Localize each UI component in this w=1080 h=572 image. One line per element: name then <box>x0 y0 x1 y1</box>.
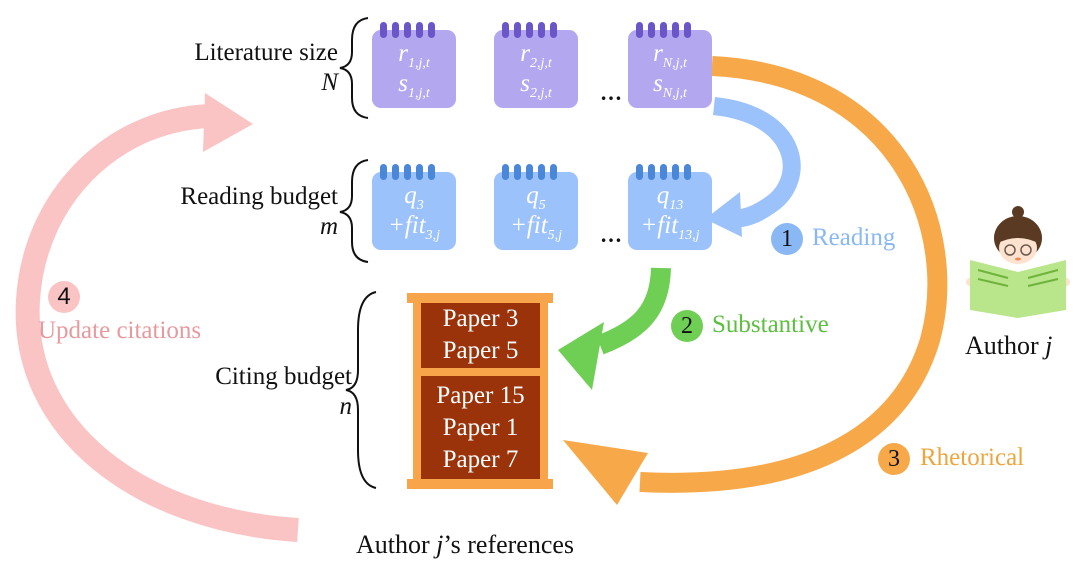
reading-budget-label: Reading budget m <box>170 182 338 242</box>
references-caption: Author j’s references <box>356 530 575 559</box>
reading-arrow <box>705 97 801 237</box>
literature-card-n: rN,j,t sN,j,t <box>628 22 712 108</box>
binding-rings-icon <box>380 22 435 38</box>
reading-card-2: q5 +fit5,j <box>494 164 578 250</box>
paper-item: Paper 15 <box>436 382 525 409</box>
literature-size-label: Literature size N <box>180 38 338 98</box>
author-reading-illustration <box>966 206 1070 318</box>
citing-budget-symbol: n <box>339 393 353 420</box>
step-1-label: Reading <box>812 224 896 251</box>
literature-brace <box>339 17 369 119</box>
shelf-left-post <box>413 293 421 485</box>
step-2-label: Substantive <box>712 311 829 338</box>
citing-brace <box>345 291 377 489</box>
reading-brace <box>339 159 369 263</box>
binding-rings-icon <box>502 22 557 38</box>
shelf-top-bar <box>407 293 553 303</box>
update-citations-arrow <box>15 93 299 542</box>
step-4-badge: 4 <box>48 281 80 313</box>
reading-budget-text: Reading budget <box>180 183 338 210</box>
literature-card-1: r1,j,t s1,j,t <box>372 22 456 108</box>
citing-budget-label: Citing budget n <box>190 362 352 422</box>
author-label: Author j <box>965 331 1053 360</box>
binding-rings-icon <box>636 22 691 38</box>
step-4-label: Update citations <box>38 317 202 344</box>
literature-ellipsis: … <box>600 80 622 105</box>
step-1-badge: 1 <box>771 223 803 255</box>
step-2-badge: 2 <box>671 310 703 342</box>
citing-budget-text: Citing budget <box>215 363 352 390</box>
reading-budget-symbol: m <box>319 213 338 240</box>
binding-rings-icon <box>380 164 435 180</box>
step-3-label: Rhetorical <box>920 444 1025 471</box>
reading-card-1: q3 +fit3,j <box>372 164 456 250</box>
shelf-section-top: Paper 3 Paper 5 <box>421 303 540 368</box>
paper-item: Paper 5 <box>442 337 519 364</box>
shelf-bottom-bar <box>407 479 553 489</box>
literature-size-text: Literature size <box>194 39 338 66</box>
paper-item: Paper 1 <box>442 414 519 441</box>
binding-rings-icon <box>502 164 557 180</box>
literature-size-symbol: N <box>321 69 338 96</box>
paper-item: Paper 7 <box>442 446 519 473</box>
step-3-badge: 3 <box>878 443 910 475</box>
literature-card-2: r2,j,t s2,j,t <box>494 22 578 108</box>
binding-rings-icon <box>636 164 691 180</box>
reading-card-3: q13 +fit13,j <box>628 164 712 250</box>
paper-item: Paper 3 <box>442 305 519 332</box>
rhetorical-arrow <box>563 56 948 505</box>
substantive-arrow <box>558 267 671 390</box>
shelf-section-bottom: Paper 15 Paper 1 Paper 7 <box>421 376 540 479</box>
shelf-middle-bar <box>413 368 548 376</box>
shelf-right-post <box>540 293 548 485</box>
reading-ellipsis: … <box>600 222 622 247</box>
